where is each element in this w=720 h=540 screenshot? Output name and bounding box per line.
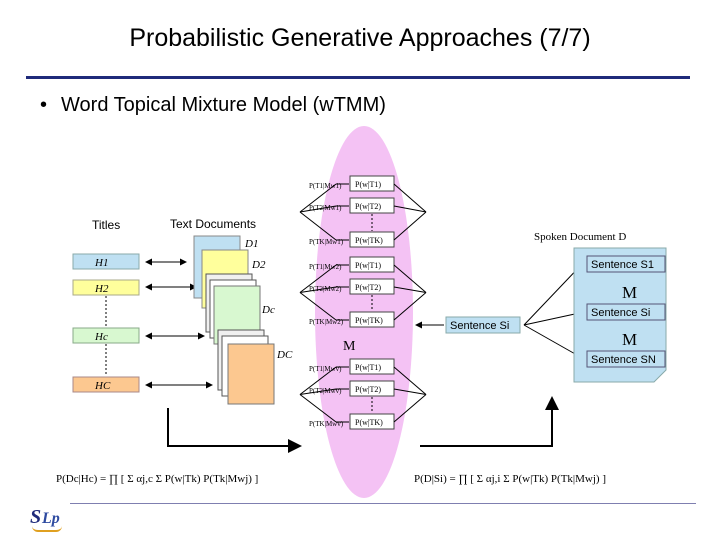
title-box-h2: H2 [72,279,140,296]
topic-fan-in [299,211,337,241]
topic-fan-in [299,366,337,395]
topic-word-box [349,175,395,192]
topic-prob-label: P(TK|Mwv) [309,420,344,428]
spoken-sentence-i: Sentence Si [591,307,650,319]
documents-header: Text Documents [170,217,256,231]
topic-rows: P(T1|Mw1)P(w|T1)P(T2|Mw1)P(w|T2)P(TK|Mw1… [299,175,427,430]
spoken-ellipsis-1: M [622,283,637,302]
topic-fan-in [299,264,337,293]
middle-ellipsis: M [343,339,356,354]
spoken-sentence-n: Sentence SN [591,354,656,366]
footer-rule [70,503,696,504]
topic-fan-out [393,292,427,321]
topic-word-label: P(w|TK) [355,236,383,245]
sentence-center-box: Sentence Si [445,316,521,334]
bullet-dot: • [40,94,48,116]
topic-fan-out [393,388,427,395]
title-box-hc: Hc [72,327,140,344]
formula-left: P(Dc|Hc) = ∏ [ Σ αj,c Σ P(w|Tk) P(Tk|Mwj… [56,473,258,485]
topic-word-box [349,380,395,397]
topic-fan-out [393,205,427,213]
topic-prob-label: P(T1|Mw2) [309,263,342,271]
topic-prob-label: P(T1|Mw1) [309,182,342,190]
doc-label-dc: Dc [261,304,275,316]
title-box-h1: H1 [72,253,140,270]
topic-word-label: P(w|TK) [355,418,383,427]
topic-fan-out [393,211,427,241]
topic-word-box [349,358,395,375]
spoken-document [573,247,667,383]
slide-title: Probabilistic Generative Approaches (7/7… [129,24,591,52]
topic-word-label: P(w|T1) [355,261,381,270]
topic-fan-in [299,286,337,293]
topic-fan-out [393,366,427,395]
document-stack [193,235,275,405]
topic-prob-label: P(TK|Mw2) [309,318,344,326]
spoken-header: Spoken Document D [534,231,626,243]
topic-word-label: P(w|T2) [355,202,381,211]
topic-fan-out [393,183,427,213]
svg-text:Hc: Hc [94,331,108,343]
svg-text:Sentence Si: Sentence Si [450,320,509,332]
topic-fan-in [299,388,337,395]
topic-fan-out [393,394,427,423]
formula-right: P(D|Si) = ∏ [ Σ αj,i Σ P(w|Tk) P(Tk|Mwj)… [414,473,606,485]
topic-word-box [349,256,395,273]
topic-fan-out [393,264,427,293]
topic-fan-in [299,292,337,321]
spoken-ellipsis-2: M [622,330,637,349]
bullet-text: Word Topical Mixture Model (wTMM) [61,94,386,116]
topic-fan-in [299,183,337,213]
svg-text:H1: H1 [94,257,108,269]
topic-word-label: P(w|T1) [355,363,381,372]
topic-fan-in [299,394,337,423]
svg-text:H2: H2 [94,283,109,295]
spoken-sentence-1: Sentence S1 [591,259,654,271]
topic-word-box [349,278,395,295]
topic-fan-out [393,286,427,293]
doc-label-d2: D2 [251,259,266,271]
svg-text:HC: HC [94,380,111,392]
topic-word-label: P(w|T2) [355,283,381,292]
topic-word-label: P(w|TK) [355,316,383,325]
titles-header: Titles [92,218,120,232]
topic-prob-label: P(T1|Mwv) [309,365,342,373]
title-rule [26,76,690,79]
doc-label-d1: D1 [244,238,258,250]
topic-prob-label: P(TK|Mw1) [309,238,344,246]
title-box-hC: HC [72,376,140,393]
topic-word-box [349,197,395,214]
bullet-item: • Word Topical Mixture Model (wTMM) [40,94,386,117]
topic-word-label: P(w|T1) [355,180,381,189]
topic-fan-in [299,205,337,213]
topic-word-label: P(w|T2) [355,385,381,394]
doc-label-dC: DC [276,349,293,361]
